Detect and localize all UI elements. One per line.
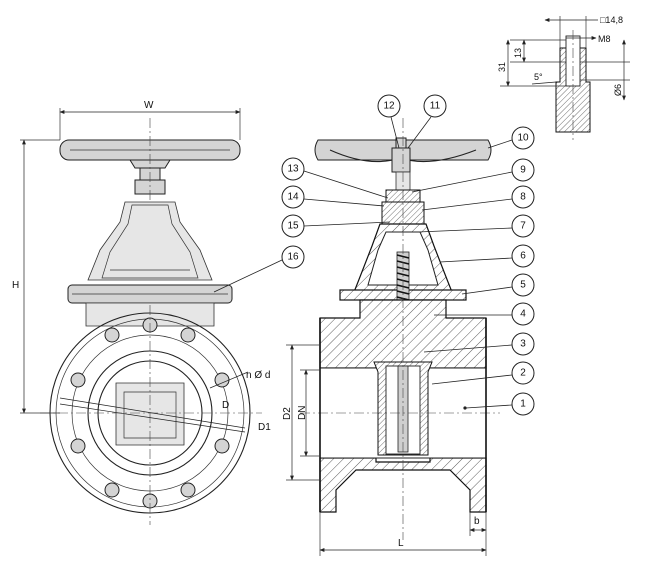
- dim-label-d: D: [222, 400, 229, 411]
- dim-label-dia6: Ø6: [613, 84, 623, 96]
- dim-label-13: 13: [513, 48, 523, 58]
- callout-9: 9: [520, 165, 526, 176]
- dim-label-31: 31: [497, 62, 507, 72]
- callout-7: 7: [520, 221, 526, 232]
- callout-8: 8: [520, 192, 526, 203]
- callout-5: 5: [520, 280, 526, 291]
- dim-label-bolts: n Ø d: [246, 370, 270, 381]
- front-view: D D1 n Ø d W H: [12, 100, 271, 525]
- callout-2: 2: [520, 368, 526, 379]
- callout-3: 3: [520, 339, 526, 350]
- callout-1: 1: [520, 399, 526, 410]
- callout-16: 16: [287, 252, 299, 263]
- dim-label-angle: 5°: [534, 72, 543, 82]
- callout-6: 6: [520, 251, 526, 262]
- callout-4: 4: [520, 309, 526, 320]
- callout-13: 13: [287, 164, 299, 175]
- dim-label-w: W: [144, 100, 154, 111]
- section-view: D2 DN L b: [282, 118, 500, 556]
- dim-label-l: L: [398, 538, 404, 549]
- dim-label-dn: DN: [297, 406, 308, 420]
- dim-label-d1: D1: [258, 422, 271, 433]
- callout-12: 12: [383, 101, 395, 112]
- dim-label-square: □14,8: [600, 15, 623, 25]
- callout-15: 15: [287, 221, 299, 232]
- dim-label-b: b: [474, 516, 480, 527]
- callout-11: 11: [430, 101, 441, 112]
- bonnet-front: [87, 201, 213, 281]
- callout-10: 10: [517, 133, 529, 144]
- dim-label-h: H: [12, 280, 19, 291]
- callouts: 12 11 10 9 8 7 6 5 4 3: [213, 94, 535, 416]
- callout-14: 14: [287, 192, 299, 203]
- stem-top-detail: □14,8 M8 13 31 5° Ø6: [497, 15, 630, 140]
- dim-label-d2: D2: [282, 407, 293, 420]
- dim-label-thread: M8: [598, 34, 611, 44]
